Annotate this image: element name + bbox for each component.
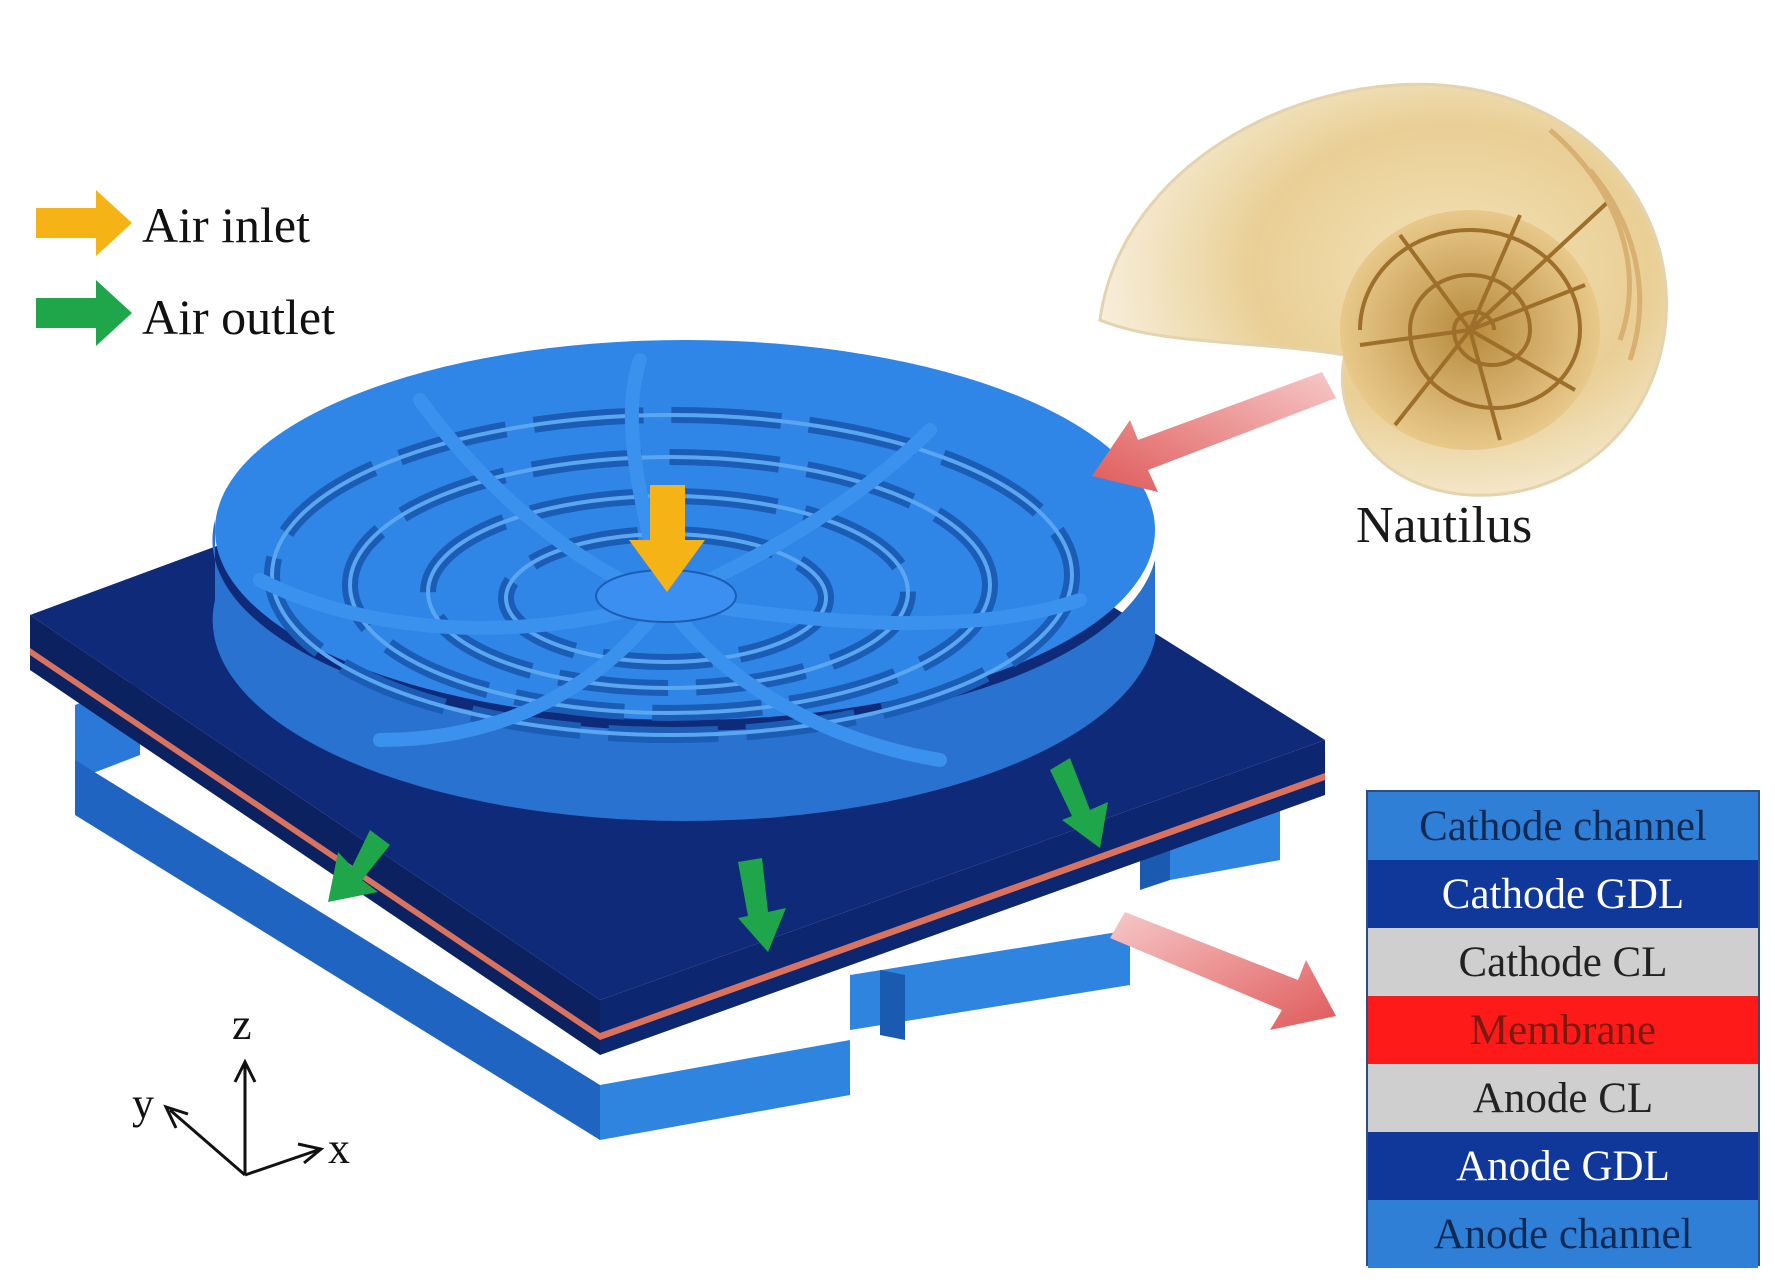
layer-stack: Cathode channel Cathode GDL Cathode CL M… xyxy=(1366,790,1760,1268)
outlet-arrow-icon xyxy=(1050,758,1108,848)
legend-outlet-arrow-icon xyxy=(36,280,132,346)
layer-anode-gdl: Anode GDL xyxy=(1368,1132,1758,1200)
layer-cathode-channel: Cathode channel xyxy=(1368,792,1758,860)
anode-channel-ribs xyxy=(75,680,1280,1140)
legend-inlet-arrow-icon xyxy=(36,190,132,256)
outlet-arrow-icon xyxy=(328,830,390,902)
axis-x-label: x xyxy=(328,1124,350,1173)
shell-pointer-arrow-icon xyxy=(1092,372,1336,492)
nautilus-caption: Nautilus xyxy=(1356,497,1533,554)
layer-cathode-cl: Cathode CL xyxy=(1368,928,1758,996)
layer-membrane: Membrane xyxy=(1368,996,1758,1064)
layer-anode-channel: Anode channel xyxy=(1368,1200,1758,1268)
layer-label: Anode channel xyxy=(1433,1210,1693,1258)
inlet-arrow-icon xyxy=(629,485,705,592)
axis-y-label: y xyxy=(132,1079,154,1128)
legend-outlet-label: Air outlet xyxy=(142,289,336,345)
axis-z-label: z xyxy=(232,1000,252,1049)
nautilus-flow-field xyxy=(212,340,1155,821)
layer-label: Cathode CL xyxy=(1458,938,1668,986)
layer-label: Membrane xyxy=(1469,1006,1657,1054)
layer-label: Cathode channel xyxy=(1419,802,1707,850)
nautilus-shell-image xyxy=(1098,82,1668,497)
layer-pointer-arrow-icon xyxy=(1110,912,1336,1030)
legend-inlet-label: Air inlet xyxy=(142,197,311,253)
outlet-arrow-icon xyxy=(738,858,786,952)
coordinate-axes xyxy=(163,1058,325,1177)
layer-anode-cl: Anode CL xyxy=(1368,1064,1758,1132)
layer-cathode-gdl: Cathode GDL xyxy=(1368,860,1758,928)
layer-label: Anode CL xyxy=(1472,1074,1654,1122)
layer-label: Anode GDL xyxy=(1456,1142,1670,1190)
layer-label: Cathode GDL xyxy=(1441,870,1685,918)
